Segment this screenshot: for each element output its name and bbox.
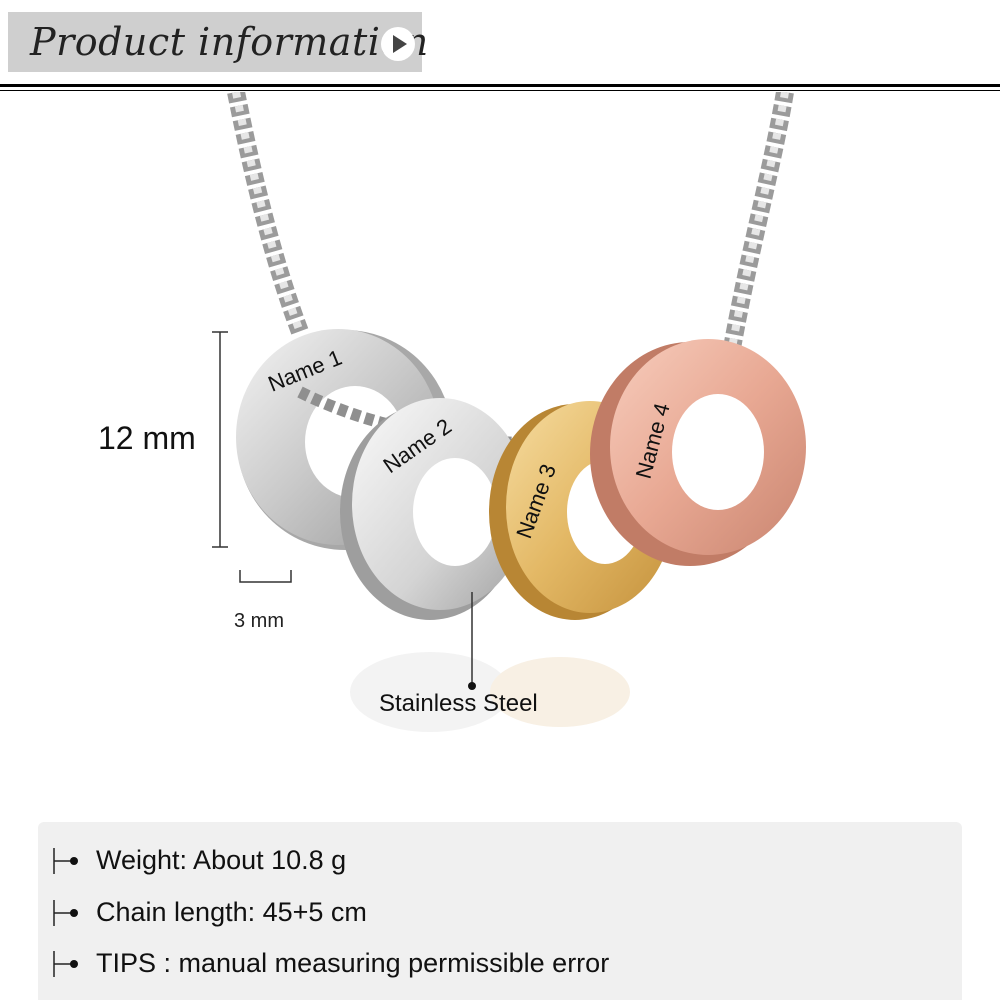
thickness-dimension: 3 mm xyxy=(234,610,284,632)
spec-weight-text: Weight: About 10.8 g xyxy=(96,845,347,875)
spec-chain-length: Chain length: 45+5 cm xyxy=(38,892,938,932)
bullet-icon xyxy=(53,848,78,874)
height-dimension: 12 mm xyxy=(98,420,196,456)
spec-tips-text: TIPS : manual measuring permissible erro… xyxy=(96,948,610,978)
page-title: Product information xyxy=(30,20,429,64)
thickness-bracket xyxy=(239,570,292,583)
spec-tips: TIPS : manual measuring permissible erro… xyxy=(38,943,938,983)
specs-panel: Weight: About 10.8 g Chain length: 45+5 … xyxy=(38,822,962,1000)
header-banner: Product information xyxy=(8,12,428,72)
bullet-icon xyxy=(53,951,78,977)
ring-2: Name 2 xyxy=(340,398,528,620)
header-divider-thin xyxy=(0,90,1000,91)
spec-chain-length-text: Chain length: 45+5 cm xyxy=(96,897,367,927)
ring-4: Name 4 xyxy=(590,339,806,566)
height-bracket xyxy=(212,331,228,548)
chain-left xyxy=(227,92,309,336)
header-divider xyxy=(0,84,1000,87)
material-label: Stainless Steel xyxy=(379,690,538,717)
necklace-image: Name 1 Name 2 Name 3 Name 4 xyxy=(212,92,806,732)
bullet-icon xyxy=(53,900,78,926)
spec-weight: Weight: About 10.8 g xyxy=(38,840,938,880)
play-icon xyxy=(381,27,415,61)
